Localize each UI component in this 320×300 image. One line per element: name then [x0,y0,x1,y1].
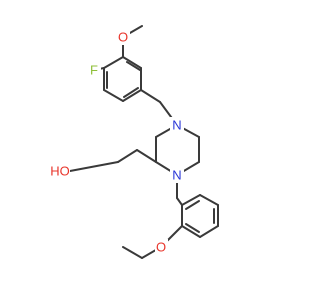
ethanol-bond-c [69,161,119,172]
ethoxy-methyl-bond [122,246,143,259]
molecule-structure: F O HO N N O [48,25,219,259]
hydroxyl-label: HO [50,164,70,179]
benzyl1-ch2-bond [140,89,161,103]
hydroxyl-group: HO [48,163,70,179]
ring1-bond-d [103,89,124,102]
ring2-bond-e [181,225,201,238]
ethanol-bond-b [117,149,138,163]
ring2-double-c [185,223,200,233]
benzyl2-ch2-bond [176,197,183,206]
ethoxy-oxygen-label: O [156,240,166,255]
ring2-bond-d [199,225,219,238]
bonds [69,25,219,259]
piperazine-n1-label: N [172,168,181,183]
ring2-bond-b [199,194,219,206]
ethanol-bond-a [136,149,157,163]
ethoxy-oxygen-atom: O [155,239,168,255]
ring1-bond-c [122,89,142,102]
methoxy-oxygen-label: O [118,30,128,45]
ring1-bond-a [122,56,142,69]
ring1-bond-f [103,56,124,69]
piperazine-n4-atom: N [170,117,184,133]
ring2-double-a [185,200,200,210]
methoxy-oxygen-atom: O [117,29,130,45]
ring2-bond-a [181,194,201,206]
piperazine-n4-label: N [172,118,181,133]
piperazine-n1-atom: N [170,167,184,183]
fluorine-atom: F [88,62,101,78]
ring1-double-c [123,87,139,98]
ring1-double-a [126,61,141,71]
fluorine-label: F [90,63,98,78]
atom-labels: F O HO N N O [48,29,184,255]
